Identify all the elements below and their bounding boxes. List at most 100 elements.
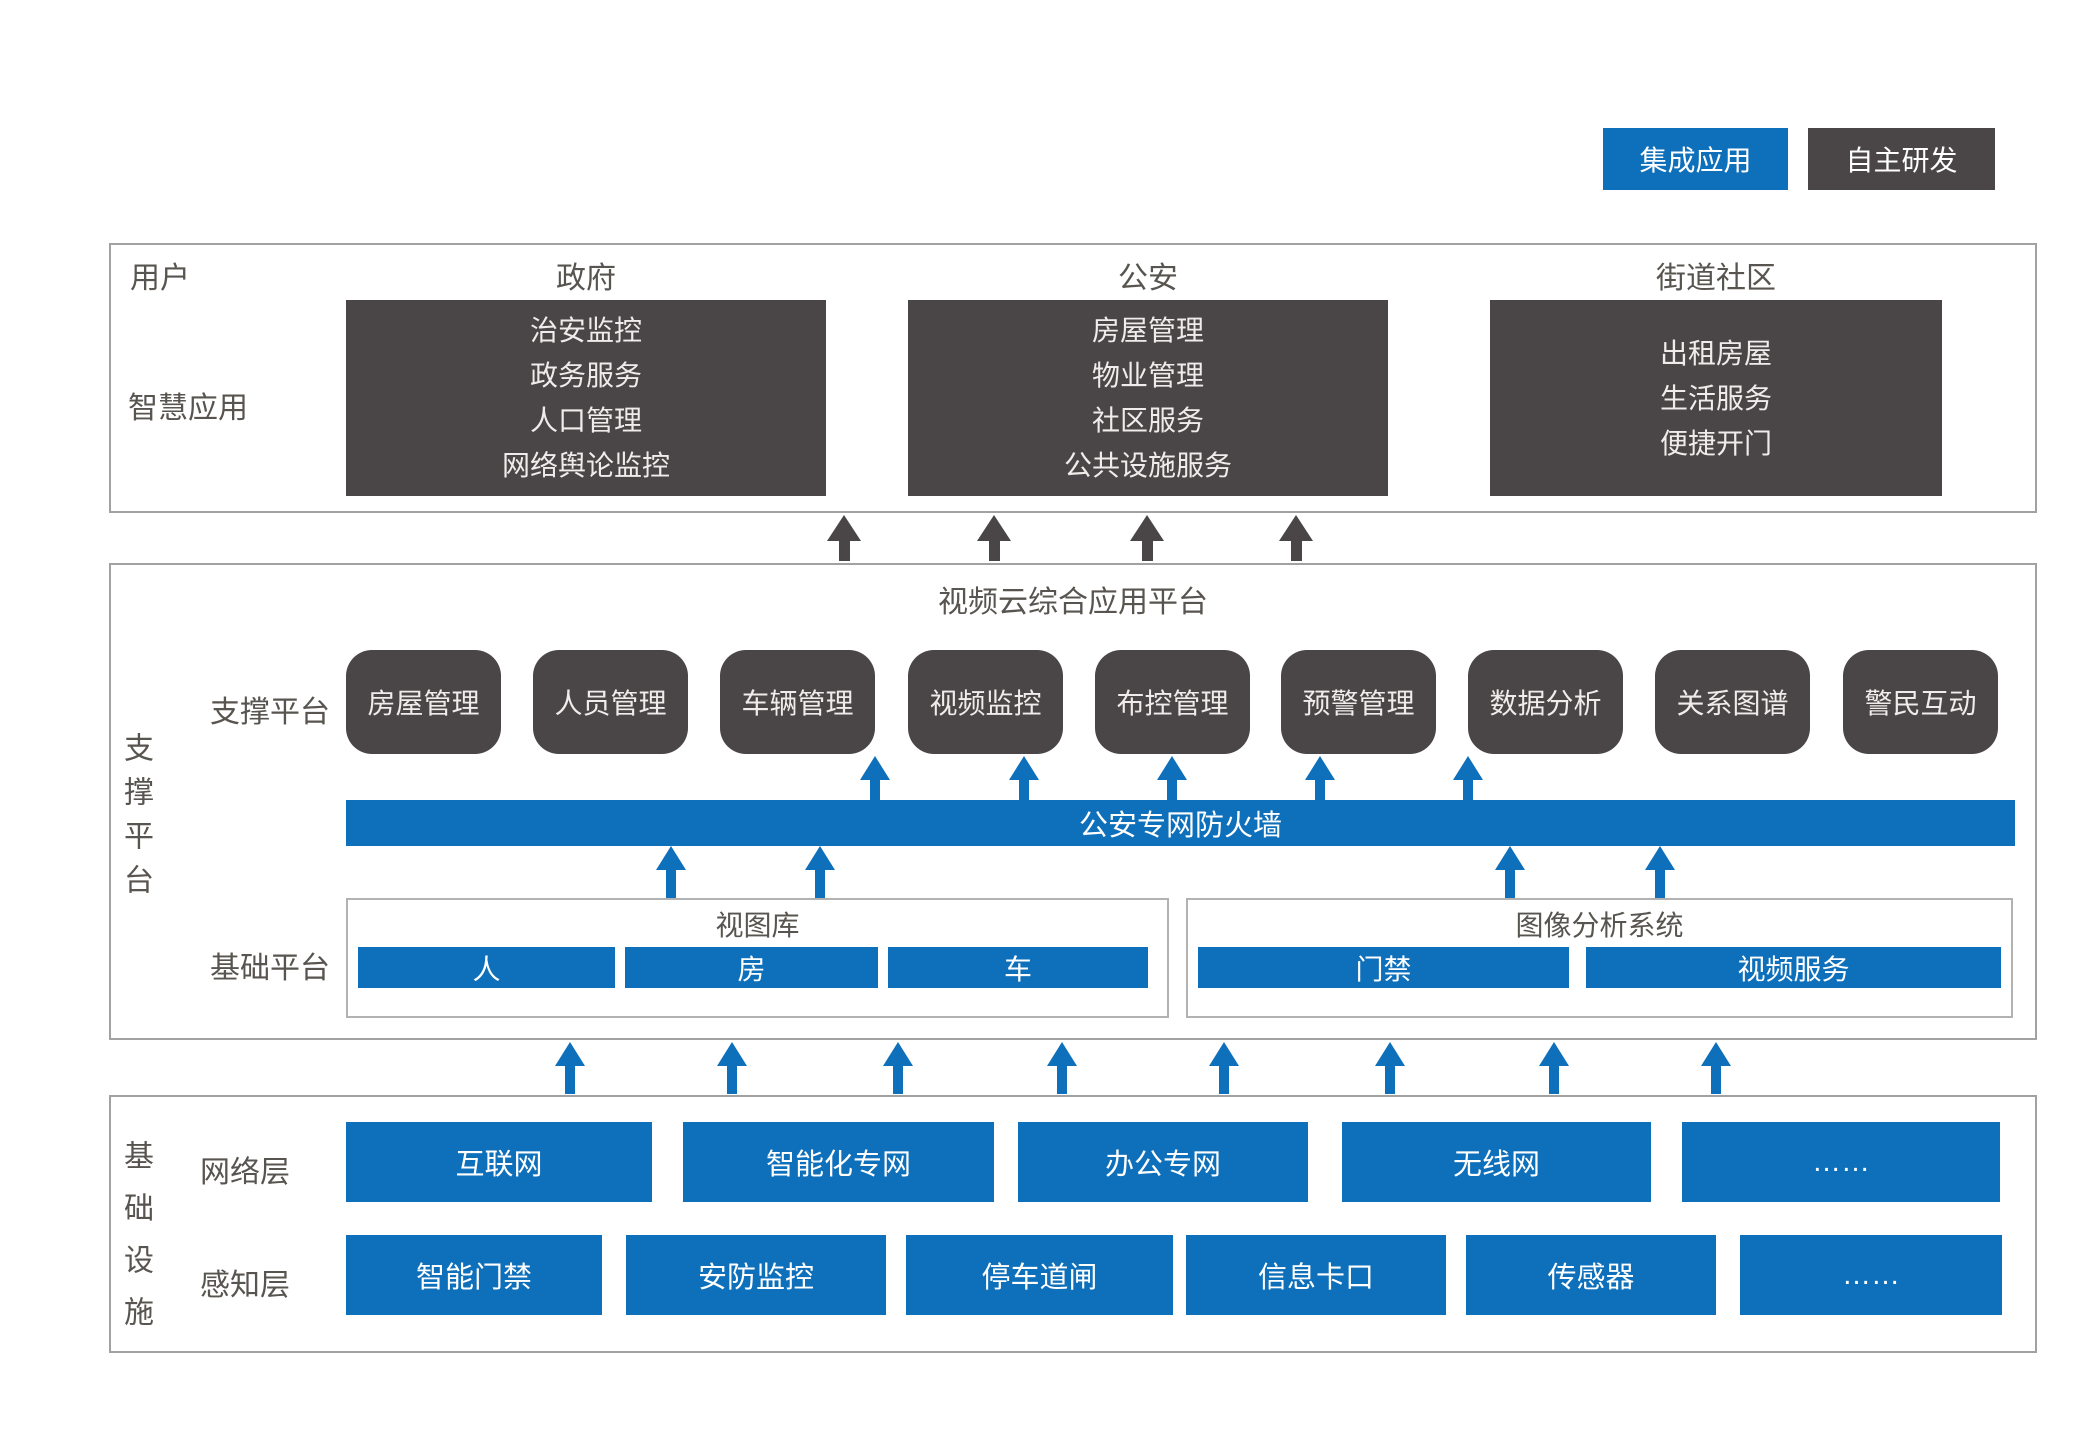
infra-side-label: 基础设施 bbox=[119, 1140, 152, 1348]
app-item: 公共设施服务 bbox=[1063, 450, 1232, 481]
up-arrow-blue-icon bbox=[1539, 1042, 1569, 1094]
app-item: 网络舆论监控 bbox=[501, 450, 670, 481]
up-arrow-blue-icon bbox=[717, 1042, 747, 1094]
box-label: 互联网 bbox=[455, 1149, 543, 1181]
app-item: 出租房屋 bbox=[1659, 337, 1772, 369]
box-label: 智能门禁 bbox=[415, 1262, 532, 1294]
legend-integrated-chip: 集成应用 bbox=[1603, 128, 1788, 190]
support-box-label: 关系图谱 bbox=[1676, 688, 1789, 719]
app-item: 政务服务 bbox=[529, 360, 642, 391]
network-box-office: 办公专网 bbox=[1018, 1122, 1308, 1202]
app-list-police: 房屋管理 物业管理 社区服务 公共设施服务 bbox=[908, 300, 1388, 496]
support-box-personnel: 人员管理 bbox=[533, 650, 688, 754]
analysis-cell-video-service: 视频服务 bbox=[1586, 947, 2001, 988]
up-arrow-dark-icon bbox=[977, 515, 1011, 561]
sensor-box-sensor: 传感器 bbox=[1466, 1235, 1716, 1315]
support-box-label: 预警管理 bbox=[1302, 688, 1415, 719]
support-box-warning: 预警管理 bbox=[1281, 650, 1436, 754]
up-arrow-blue-icon bbox=[656, 846, 686, 898]
cell-label: 车 bbox=[1003, 953, 1032, 985]
cell-label: 视频服务 bbox=[1737, 953, 1850, 985]
app-item: 生活服务 bbox=[1659, 382, 1772, 414]
support-box-label: 车辆管理 bbox=[741, 688, 854, 719]
box-label: 无线网 bbox=[1452, 1149, 1540, 1181]
column-header-government: 政府 bbox=[556, 262, 616, 295]
view-cell-vehicle: 车 bbox=[888, 947, 1148, 988]
support-box-video: 视频监控 bbox=[908, 650, 1063, 754]
firewall-bar: 公安专网防火墙 bbox=[346, 800, 2015, 846]
up-arrow-dark-icon bbox=[1279, 515, 1313, 561]
legend-integrated-label: 集成应用 bbox=[1639, 145, 1752, 176]
app-item: 物业管理 bbox=[1091, 360, 1204, 391]
up-arrow-blue-icon bbox=[1495, 846, 1525, 898]
up-arrow-blue-icon bbox=[1375, 1042, 1405, 1094]
up-arrow-blue-icon bbox=[1009, 756, 1039, 800]
support-box-vehicle: 车辆管理 bbox=[720, 650, 875, 754]
app-list-community: 出租房屋 生活服务 便捷开门 bbox=[1490, 300, 1942, 496]
box-label: 停车道闸 bbox=[981, 1262, 1098, 1294]
cell-label: 门禁 bbox=[1355, 953, 1412, 985]
sensor-box-checkpoint: 信息卡口 bbox=[1186, 1235, 1446, 1315]
network-layer-label: 网络层 bbox=[200, 1156, 290, 1189]
up-arrow-blue-icon bbox=[1047, 1042, 1077, 1094]
box-label: 传感器 bbox=[1547, 1262, 1635, 1294]
view-cell-house: 房 bbox=[625, 947, 878, 988]
legend-self-developed-chip: 自主研发 bbox=[1808, 128, 1995, 190]
support-row-label: 支撑平台 bbox=[210, 696, 330, 729]
network-box-internet: 互联网 bbox=[346, 1122, 652, 1202]
platform-side-label: 支撑平台 bbox=[119, 732, 152, 908]
up-arrow-blue-icon bbox=[1157, 756, 1187, 800]
app-item: 社区服务 bbox=[1091, 405, 1204, 436]
up-arrow-dark-icon bbox=[1130, 515, 1164, 561]
up-arrow-blue-icon bbox=[1645, 846, 1675, 898]
support-box-label: 人员管理 bbox=[554, 688, 667, 719]
platform-title: 视频云综合应用平台 bbox=[938, 586, 1208, 619]
box-label: 办公专网 bbox=[1104, 1149, 1221, 1181]
support-box-label: 视频监控 bbox=[929, 688, 1042, 719]
network-box-more: …… bbox=[1682, 1122, 2000, 1202]
support-box-housing: 房屋管理 bbox=[346, 650, 501, 754]
column-header-police: 公安 bbox=[1118, 262, 1178, 295]
box-label: 智能化专网 bbox=[765, 1149, 911, 1181]
app-item: 治安监控 bbox=[529, 315, 642, 346]
support-box-label: 警民互动 bbox=[1864, 688, 1977, 719]
column-header-community: 街道社区 bbox=[1656, 262, 1776, 295]
support-box-label: 布控管理 bbox=[1116, 688, 1229, 719]
box-label: …… bbox=[1812, 1145, 1870, 1178]
support-box-data-analysis: 数据分析 bbox=[1468, 650, 1623, 754]
support-box-control: 布控管理 bbox=[1095, 650, 1250, 754]
view-library-title: 视图库 bbox=[715, 910, 800, 941]
app-item: 房屋管理 bbox=[1091, 315, 1204, 346]
up-arrow-blue-icon bbox=[1453, 756, 1483, 800]
firewall-label: 公安专网防火墙 bbox=[1078, 810, 1282, 842]
sensor-box-more: …… bbox=[1740, 1235, 2002, 1315]
sensor-box-security: 安防监控 bbox=[626, 1235, 886, 1315]
user-row-label: 用户 bbox=[130, 262, 190, 295]
sensor-layer-label: 感知层 bbox=[200, 1269, 290, 1302]
app-item: 人口管理 bbox=[529, 405, 642, 436]
app-list-government: 治安监控 政务服务 人口管理 网络舆论监控 bbox=[346, 300, 826, 496]
box-label: …… bbox=[1842, 1258, 1900, 1291]
sensor-box-access: 智能门禁 bbox=[346, 1235, 602, 1315]
cell-label: 人 bbox=[472, 953, 501, 985]
box-label: 安防监控 bbox=[697, 1262, 814, 1294]
cell-label: 房 bbox=[737, 953, 766, 985]
up-arrow-blue-icon bbox=[1305, 756, 1335, 800]
legend-self-developed-label: 自主研发 bbox=[1845, 145, 1958, 176]
support-box-label: 数据分析 bbox=[1489, 688, 1602, 719]
support-box-relation-graph: 关系图谱 bbox=[1655, 650, 1810, 754]
base-row-label: 基础平台 bbox=[210, 952, 330, 985]
box-label: 信息卡口 bbox=[1257, 1262, 1374, 1294]
up-arrow-blue-icon bbox=[805, 846, 835, 898]
sensor-box-parking: 停车道闸 bbox=[906, 1235, 1173, 1315]
analysis-cell-access: 门禁 bbox=[1198, 947, 1569, 988]
up-arrow-blue-icon bbox=[1209, 1042, 1239, 1094]
support-box-label: 房屋管理 bbox=[367, 688, 480, 719]
up-arrow-blue-icon bbox=[883, 1042, 913, 1094]
up-arrow-blue-icon bbox=[860, 756, 890, 800]
up-arrow-blue-icon bbox=[555, 1042, 585, 1094]
network-box-intelligent: 智能化专网 bbox=[683, 1122, 994, 1202]
smart-apps-row-label: 智慧应用 bbox=[128, 392, 248, 425]
app-item: 便捷开门 bbox=[1659, 427, 1772, 459]
